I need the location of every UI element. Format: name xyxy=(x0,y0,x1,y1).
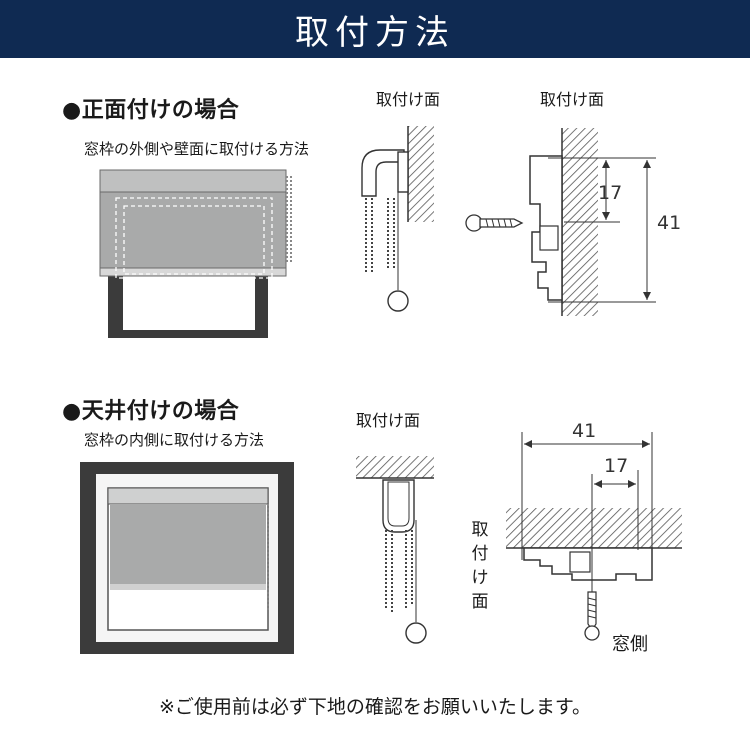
front-bracket-section xyxy=(465,128,656,316)
front-side-bracket xyxy=(361,126,434,312)
front-side-mount-surface-label: 取付け面 xyxy=(376,90,441,109)
ceiling-dim-17: 17 xyxy=(604,455,629,477)
front-mount-title: ●正面付けの場合 xyxy=(62,98,240,123)
ceiling-side-mount-surface-label: 取付け面 xyxy=(356,411,421,430)
front-window-illustration xyxy=(99,169,292,338)
front-dim-41: 41 xyxy=(657,212,682,234)
ceiling-window-illustration xyxy=(80,462,294,654)
header-bar: 取付方法 xyxy=(0,0,750,58)
front-bracket-mount-surface-label: 取付け面 xyxy=(540,90,605,109)
ceiling-bracket-section xyxy=(506,432,682,641)
ceiling-mount-title: ●天井付けの場合 xyxy=(62,399,240,424)
window-side-label: 窓側 xyxy=(612,634,648,655)
front-mount-subtitle: 窓枠の外側や壁面に取付ける方法 xyxy=(84,140,310,158)
ceiling-mount-subtitle: 窓枠の内側に取付ける方法 xyxy=(84,431,265,449)
page-title: 取付方法 xyxy=(295,12,455,53)
ceiling-bracket-mount-surface-label: 取付け面 xyxy=(471,520,489,612)
ceiling-side-bracket xyxy=(356,456,434,644)
footer-note: ※ご使用前は必ず下地の確認をお願いいたします。 xyxy=(158,696,592,718)
front-dim-17: 17 xyxy=(598,182,623,204)
ceiling-dim-41: 41 xyxy=(572,420,597,442)
